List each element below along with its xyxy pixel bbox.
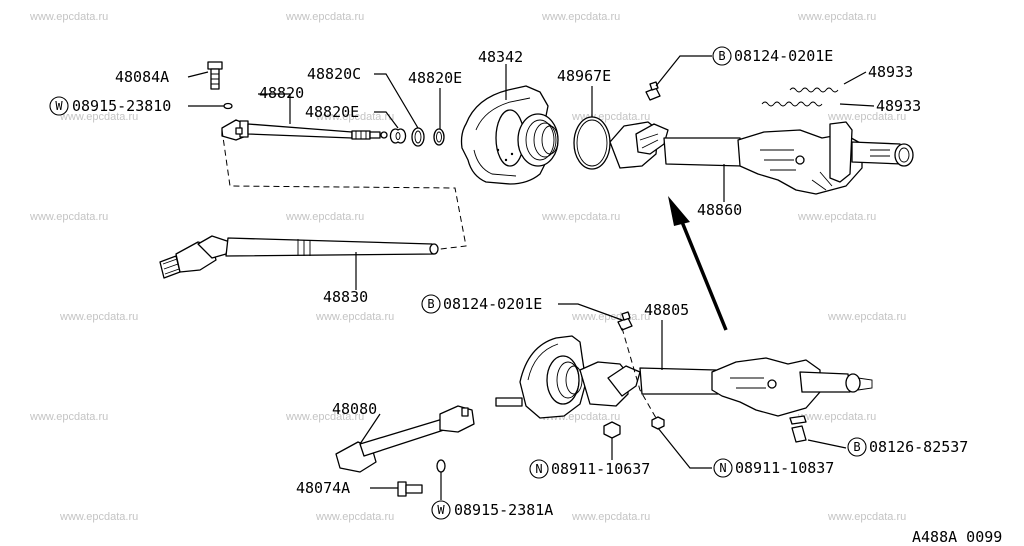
- watermark-text: www.epcdata.ru: [59, 511, 138, 523]
- ring-48820E-top: [433, 128, 445, 146]
- label-48084A: 48084A: [115, 68, 169, 86]
- assembly-arrow: [676, 211, 728, 331]
- label-48933-b: 48933: [876, 97, 921, 115]
- svg-text:B: B: [853, 440, 860, 454]
- cover-48342: [460, 85, 559, 185]
- bolt-08124-0201E-mid: [617, 311, 633, 331]
- svg-text:N: N: [719, 461, 726, 475]
- ring-48967E: [573, 116, 611, 170]
- watermark-text: www.epcdata.ru: [29, 411, 108, 423]
- watermark-text: www.epcdata.ru: [315, 511, 394, 523]
- watermark-text: www.epcdata.ru: [285, 411, 364, 423]
- watermark-text: www.epcdata.ru: [797, 411, 876, 423]
- svg-text:B: B: [427, 297, 434, 311]
- watermark-text: www.epcdata.ru: [571, 311, 650, 323]
- label-08911-10637: 08911-10637: [551, 460, 650, 478]
- shaft-48820: [221, 119, 388, 141]
- watermark-text: www.epcdata.ru: [59, 311, 138, 323]
- label-48820E-top: 48820E: [408, 69, 462, 87]
- svg-text:W: W: [437, 503, 445, 517]
- lower-assembly: [335, 311, 873, 497]
- part-labels: 48084A 08915-23810 48820 48820C 48820E 4…: [72, 47, 1002, 546]
- badges: W B B N N B W: [49, 46, 867, 520]
- spring-48933-a: [789, 87, 839, 93]
- watermark-text: www.epcdata.ru: [827, 511, 906, 523]
- figure-code: A488A 0099: [912, 528, 1002, 546]
- label-08124-0201E-top: 08124-0201E: [734, 47, 833, 65]
- watermark-text: www.epcdata.ru: [797, 11, 876, 23]
- label-48805: 48805: [644, 301, 689, 319]
- badge-b3: B: [847, 437, 867, 457]
- label-48967E: 48967E: [557, 67, 611, 85]
- label-48342: 48342: [478, 48, 523, 66]
- clip-48820E-mid: [389, 128, 407, 144]
- label-08915-23810: 08915-23810: [72, 97, 171, 115]
- badge-b2: B: [421, 294, 441, 314]
- badge-w1: W: [49, 96, 69, 116]
- nut-08911-10637: [603, 421, 621, 439]
- label-48860: 48860: [697, 201, 742, 219]
- watermark-text: www.epcdata.ru: [29, 11, 108, 23]
- label-48933-a: 48933: [868, 63, 913, 81]
- upper-assembly: [159, 61, 914, 331]
- watermark-text: www.epcdata.ru: [285, 11, 364, 23]
- shaft-48080: [335, 405, 475, 473]
- svg-text:B: B: [718, 49, 725, 63]
- bolt-48074A: [397, 481, 423, 497]
- bolt-48084A: [207, 61, 223, 90]
- watermark-text: www.epcdata.ru: [827, 311, 906, 323]
- badge-w2: W: [431, 500, 451, 520]
- label-08126-82537: 08126-82537: [869, 438, 968, 456]
- leader-lines: [187, 55, 875, 500]
- label-48830: 48830: [323, 288, 368, 306]
- label-48820E-mid: 48820E: [305, 103, 359, 121]
- label-08911-10837: 08911-10837: [735, 459, 834, 477]
- washer-08915-2381A: [436, 459, 446, 473]
- label-48820: 48820: [259, 84, 304, 102]
- column-assembly-48805: [495, 335, 873, 419]
- watermark-text: www.epcdata.ru: [315, 311, 394, 323]
- washer-08915-23810: [223, 102, 233, 110]
- label-08124-0201E-mid: 08124-0201E: [443, 295, 542, 313]
- svg-text:W: W: [55, 99, 63, 113]
- badge-n2: N: [713, 458, 733, 478]
- dashed-connection-upper: [221, 129, 467, 251]
- watermark-text: www.epcdata.ru: [541, 11, 620, 23]
- nut-08911-10837: [651, 416, 665, 430]
- bolt-08124-0201E-top: [645, 81, 661, 101]
- badge-n1: N: [529, 459, 549, 479]
- watermark-text: www.epcdata.ru: [285, 211, 364, 223]
- label-08915-2381A: 08915-2381A: [454, 501, 553, 519]
- watermark-text: www.epcdata.ru: [827, 111, 906, 123]
- badge-b1: B: [712, 46, 732, 66]
- watermark-text: www.epcdata.ru: [541, 211, 620, 223]
- watermark-text: www.epcdata.ru: [59, 111, 138, 123]
- spring-48933-b: [761, 101, 823, 107]
- bolt-08126-82537: [789, 415, 807, 443]
- label-48820C: 48820C: [307, 65, 361, 83]
- svg-text:N: N: [535, 462, 542, 476]
- label-48074A: 48074A: [296, 479, 350, 497]
- shaft-48830: [159, 235, 439, 279]
- watermark-text: www.epcdata.ru: [29, 211, 108, 223]
- watermark-text: www.epcdata.ru: [315, 111, 394, 123]
- watermark-text: www.epcdata.ru: [571, 511, 650, 523]
- column-48860: [609, 121, 914, 195]
- label-48080: 48080: [332, 400, 377, 418]
- watermark-text: www.epcdata.ru: [797, 211, 876, 223]
